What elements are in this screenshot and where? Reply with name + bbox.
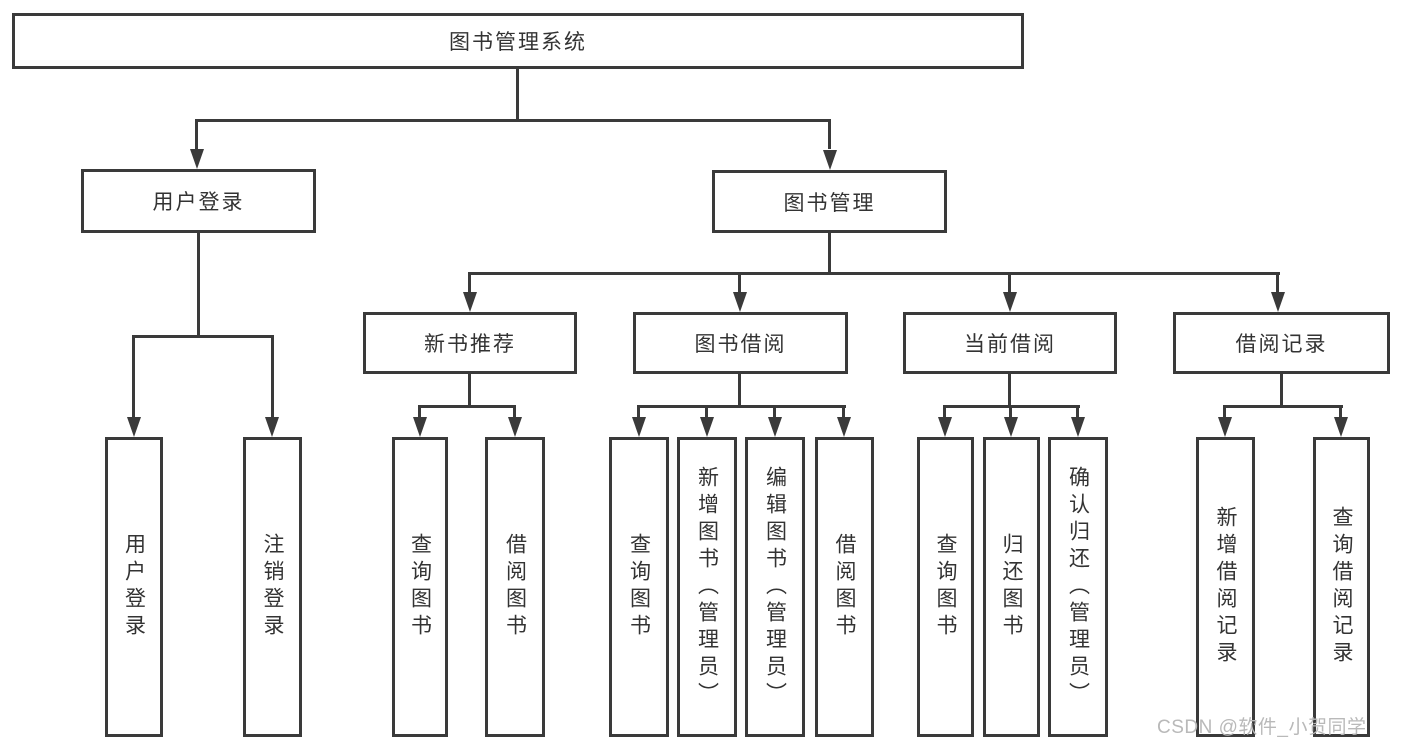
arrow-stem bbox=[132, 335, 135, 417]
group4-stem-line bbox=[1280, 374, 1283, 406]
arrowhead-down-icon bbox=[700, 417, 714, 437]
leaf-query-books-recommend: 查询图书 bbox=[392, 437, 448, 737]
arrowhead-down-icon bbox=[190, 149, 204, 169]
arrowhead-down-icon bbox=[1071, 417, 1085, 437]
group1-stem-line bbox=[468, 374, 471, 406]
user-login-stem-line bbox=[197, 233, 200, 335]
arrow-stem bbox=[418, 405, 421, 418]
group1-rail-line bbox=[418, 405, 516, 408]
leaf-borrow-books-recommend: 借阅图书 bbox=[485, 437, 545, 737]
root-stem-line bbox=[516, 69, 519, 119]
leaf-user-login: 用户登录 bbox=[105, 437, 163, 737]
arrow-stem bbox=[738, 272, 741, 292]
group2-rail-line bbox=[637, 405, 846, 408]
arrow-stem bbox=[1009, 405, 1012, 418]
arrow-stem bbox=[773, 405, 776, 418]
arrowhead-down-icon bbox=[1218, 417, 1232, 437]
leaf-add-books-admin: 新增图书（管理员） bbox=[677, 437, 737, 737]
arrowhead-down-icon bbox=[938, 417, 952, 437]
arrowhead-down-icon bbox=[127, 417, 141, 437]
level3-rail-line bbox=[468, 272, 1280, 275]
arrowhead-down-icon bbox=[413, 417, 427, 437]
arrow-stem bbox=[842, 405, 845, 418]
node-book-borrow: 图书借阅 bbox=[633, 312, 848, 374]
arrow-stem bbox=[828, 119, 831, 149]
arrow-stem bbox=[271, 335, 274, 417]
arrow-stem bbox=[468, 272, 471, 292]
arrow-stem bbox=[1339, 405, 1342, 418]
leaf-confirm-return-admin: 确认归还（管理员） bbox=[1048, 437, 1108, 737]
node-borrow-records: 借阅记录 bbox=[1173, 312, 1390, 374]
arrowhead-down-icon bbox=[508, 417, 522, 437]
arrowhead-down-icon bbox=[733, 292, 747, 312]
group2-stem-line bbox=[738, 374, 741, 406]
leaf-borrow-books: 借阅图书 bbox=[815, 437, 874, 737]
arrowhead-down-icon bbox=[823, 150, 837, 170]
arrowhead-down-icon bbox=[1271, 292, 1285, 312]
node-new-book-recommend: 新书推荐 bbox=[363, 312, 577, 374]
leaf-edit-books-admin: 编辑图书（管理员） bbox=[745, 437, 805, 737]
arrow-stem bbox=[1076, 405, 1079, 418]
group4-rail-line bbox=[1223, 405, 1343, 408]
csdn-watermark: CSDN @软件_小贺同学 bbox=[1157, 717, 1367, 738]
leaf-add-borrow-record: 新增借阅记录 bbox=[1196, 437, 1255, 737]
arrow-stem bbox=[943, 405, 946, 418]
node-root: 图书管理系统 bbox=[12, 13, 1024, 69]
arrowhead-down-icon bbox=[768, 417, 782, 437]
leaf-query-borrow-record: 查询借阅记录 bbox=[1313, 437, 1370, 737]
leaf-return-books: 归还图书 bbox=[983, 437, 1040, 737]
arrow-stem bbox=[195, 119, 198, 149]
arrow-stem bbox=[1276, 272, 1279, 292]
arrowhead-down-icon bbox=[837, 417, 851, 437]
arrowhead-down-icon bbox=[1334, 417, 1348, 437]
group3-stem-line bbox=[1008, 374, 1011, 406]
leaf-query-books-current: 查询图书 bbox=[917, 437, 974, 737]
arrow-stem bbox=[705, 405, 708, 418]
arrowhead-down-icon bbox=[463, 292, 477, 312]
leaf-logout: 注销登录 bbox=[243, 437, 302, 737]
node-book-management: 图书管理 bbox=[712, 170, 947, 233]
level2-rail-line bbox=[197, 119, 831, 122]
arrowhead-down-icon bbox=[632, 417, 646, 437]
arrow-stem bbox=[1008, 272, 1011, 292]
arrowhead-down-icon bbox=[265, 417, 279, 437]
book-management-stem-line bbox=[828, 233, 831, 272]
node-current-borrow: 当前借阅 bbox=[903, 312, 1117, 374]
node-user-login: 用户登录 bbox=[81, 169, 316, 233]
arrowhead-down-icon bbox=[1003, 292, 1017, 312]
arrow-stem bbox=[513, 405, 516, 418]
user-login-rail-line bbox=[132, 335, 274, 338]
arrow-stem bbox=[1223, 405, 1226, 418]
leaf-query-books-borrow: 查询图书 bbox=[609, 437, 669, 737]
arrow-stem bbox=[637, 405, 640, 418]
arrowhead-down-icon bbox=[1004, 417, 1018, 437]
